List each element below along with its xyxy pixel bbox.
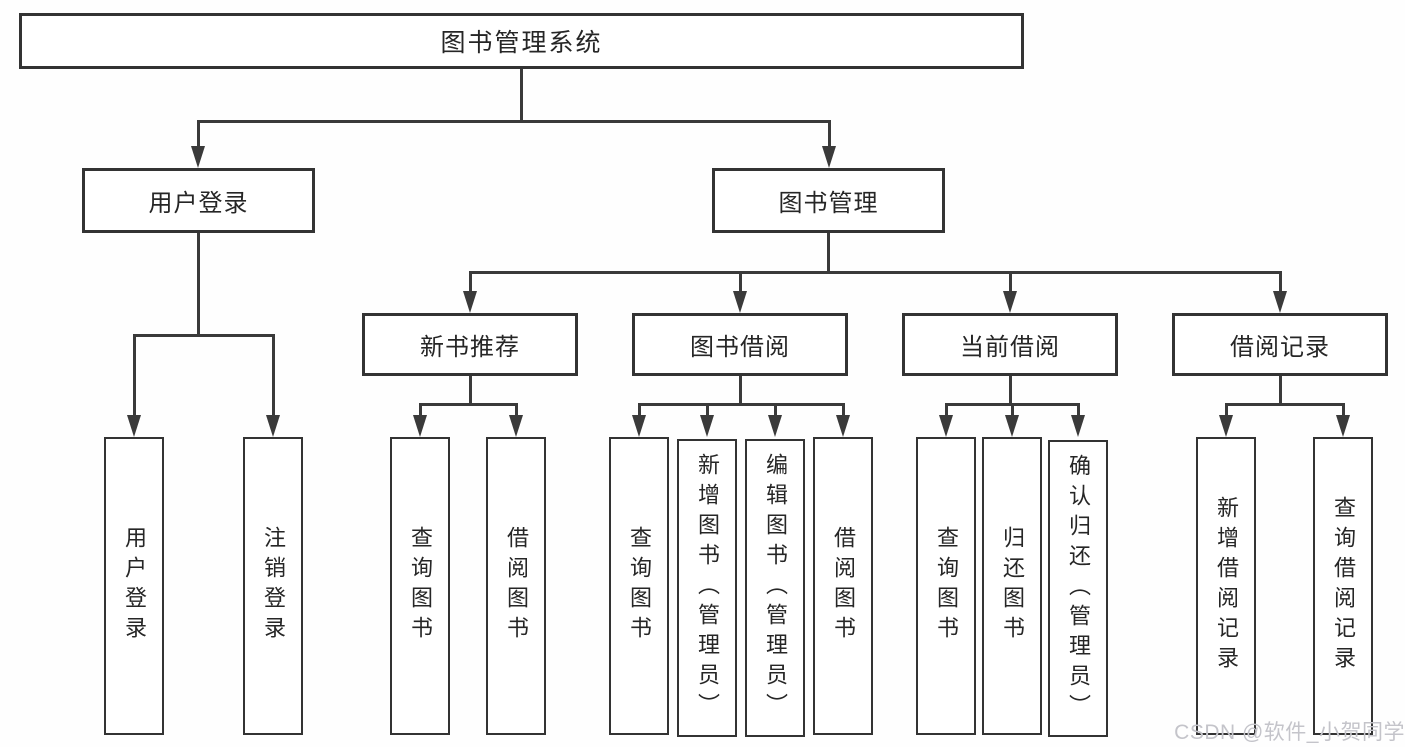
arrowhead-icon: [1071, 415, 1085, 437]
connector-line: [1077, 403, 1080, 417]
connector-line: [520, 69, 523, 122]
connector-line: [706, 403, 709, 417]
arrowhead-icon: [632, 415, 646, 437]
arrowhead-icon: [191, 146, 205, 168]
node-book-borrowing: 图书借阅: [632, 313, 848, 376]
arrowhead-icon: [939, 415, 953, 437]
connector-line: [1009, 271, 1012, 293]
connector-line: [739, 376, 742, 406]
connector-line: [419, 403, 422, 417]
arrowhead-icon: [509, 415, 523, 437]
connector-line: [197, 233, 200, 336]
leaf-cb-query-books: 查询图书: [916, 437, 976, 735]
arrowhead-icon: [836, 415, 850, 437]
connector-line: [1225, 403, 1228, 417]
leaf-cb-confirm-return-admin: 确认归还（管理员）: [1048, 440, 1108, 737]
connector-line: [133, 334, 136, 417]
connector-line: [945, 403, 948, 417]
leaf-bb-edit-books-admin: 编辑图书（管理员）: [745, 439, 805, 737]
connector-line: [419, 403, 518, 406]
connector-line: [774, 403, 777, 417]
arrowhead-icon: [733, 291, 747, 313]
connector-line: [1009, 376, 1012, 406]
leaf-br-add-record: 新增借阅记录: [1196, 437, 1256, 735]
arrowhead-icon: [822, 146, 836, 168]
node-book-management: 图书管理: [712, 168, 945, 233]
arrowhead-icon: [700, 415, 714, 437]
arrowhead-icon: [1336, 415, 1350, 437]
connector-line: [197, 120, 200, 148]
arrowhead-icon: [768, 415, 782, 437]
connector-line: [638, 403, 641, 417]
arrowhead-icon: [413, 415, 427, 437]
connector-line: [1279, 376, 1282, 406]
connector-line: [469, 271, 1282, 274]
leaf-bb-query-books: 查询图书: [609, 437, 669, 735]
connector-line: [828, 120, 831, 148]
leaf-nbr-borrow-books: 借阅图书: [486, 437, 546, 735]
leaf-nbr-query-books: 查询图书: [390, 437, 450, 735]
arrowhead-icon: [1005, 415, 1019, 437]
connector-line: [469, 271, 472, 293]
leaf-bb-add-books-admin: 新增图书（管理员）: [677, 439, 737, 737]
connector-line: [1342, 403, 1345, 417]
leaf-logout: 注销登录: [243, 437, 303, 735]
leaf-bb-borrow-books: 借阅图书: [813, 437, 873, 735]
connector-line: [272, 334, 275, 417]
connector-line: [515, 403, 518, 417]
node-user-login: 用户登录: [82, 168, 315, 233]
arrowhead-icon: [1273, 291, 1287, 313]
arrowhead-icon: [127, 415, 141, 437]
connector-line: [1011, 403, 1014, 417]
leaf-user-login: 用户登录: [104, 437, 164, 735]
arrowhead-icon: [266, 415, 280, 437]
node-borrowing-records: 借阅记录: [1172, 313, 1388, 376]
connector-line: [133, 334, 275, 337]
connector-line: [739, 271, 742, 293]
watermark: CSDN @软件_小贺同学: [1174, 721, 1405, 744]
connector-line: [842, 403, 845, 417]
connector-line: [197, 120, 831, 123]
arrowhead-icon: [1219, 415, 1233, 437]
node-current-borrowing: 当前借阅: [902, 313, 1118, 376]
connector-line: [469, 376, 472, 406]
arrowhead-icon: [1003, 291, 1017, 313]
node-library-management-system: 图书管理系统: [19, 13, 1024, 69]
connector-line: [1279, 271, 1282, 293]
node-new-book-recommend: 新书推荐: [362, 313, 578, 376]
connector-line: [638, 403, 845, 406]
connector-line: [1225, 403, 1345, 406]
arrowhead-icon: [463, 291, 477, 313]
connector-line: [827, 233, 830, 274]
leaf-br-query-record: 查询借阅记录: [1313, 437, 1373, 735]
leaf-cb-return-books: 归还图书: [982, 437, 1042, 735]
